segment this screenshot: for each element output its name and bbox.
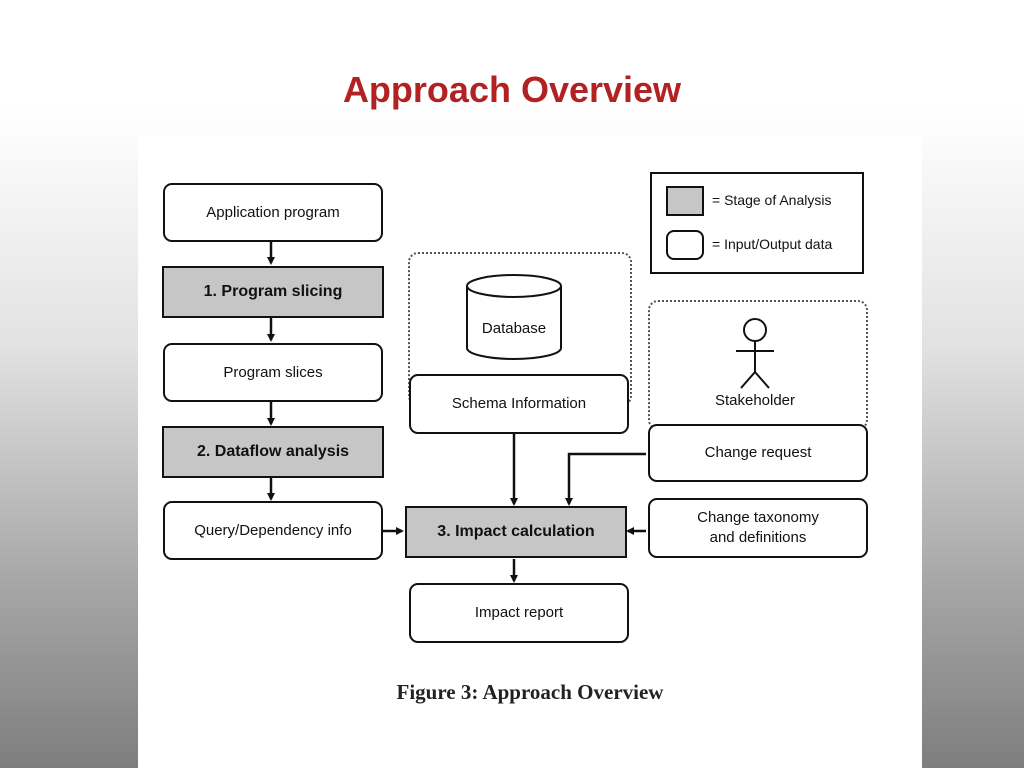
- change-taxonomy-box: Change taxonomy and definitions: [648, 498, 868, 558]
- query-dependency-info-box: Query/Dependency info: [163, 501, 383, 560]
- connectors: [267, 242, 774, 583]
- impact-calculation-stage: 3. Impact calculation: [405, 506, 627, 558]
- program-slicing-stage: 1. Program slicing: [162, 266, 384, 318]
- dataflow-analysis-stage: 2. Dataflow analysis: [162, 426, 384, 478]
- database-cylinder-icon: [466, 274, 562, 360]
- schema-information-box: Schema Information: [409, 374, 629, 434]
- slide-title: Approach Overview: [342, 69, 682, 110]
- stakeholder-icon: [736, 318, 774, 389]
- change-request-box: Change request: [648, 424, 868, 482]
- database-label: Database: [481, 320, 547, 337]
- stakeholder-label: Stakeholder: [714, 392, 796, 409]
- legend: = Stage of Analysis = Input/Output data: [650, 172, 864, 274]
- arrow-change-request-to-impact: [565, 452, 646, 506]
- change-taxonomy-line1: Change taxonomy: [697, 509, 819, 526]
- legend-stage-label: = Stage of Analysis: [712, 192, 832, 208]
- program-slices-box: Program slices: [163, 343, 383, 402]
- legend-io-label: = Input/Output data: [712, 236, 833, 252]
- diagram-panel: Application program 1. Program slicing P…: [138, 136, 922, 768]
- change-taxonomy-line2: and definitions: [709, 529, 807, 546]
- figure-caption: Figure 3: Approach Overview: [396, 680, 664, 704]
- application-program-box: Application program: [163, 183, 383, 242]
- impact-report-box: Impact report: [409, 583, 629, 643]
- legend-stage-swatch: [666, 186, 704, 216]
- legend-io-swatch: [666, 230, 704, 260]
